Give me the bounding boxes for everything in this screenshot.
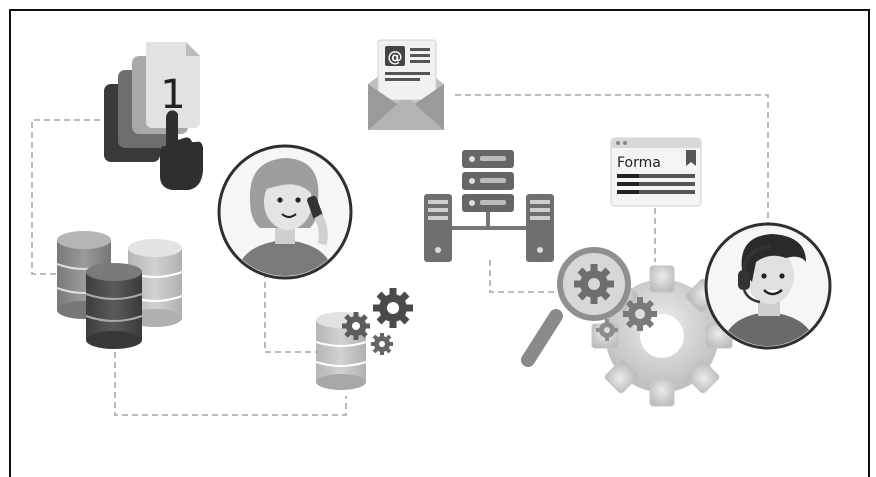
email-at-symbol: @ xyxy=(388,48,403,66)
frame-right-border xyxy=(868,9,870,477)
page-counter-label: 1 xyxy=(160,72,185,118)
gear-icon xyxy=(373,288,413,328)
magnifier-gear-icon xyxy=(521,247,657,367)
database-cluster-icon xyxy=(56,231,183,349)
database-gears-icon xyxy=(315,288,413,390)
frame-top-border xyxy=(9,9,870,11)
gear-icon xyxy=(596,319,618,341)
server-network-icon xyxy=(424,150,554,262)
form-title-label: Forma xyxy=(617,155,661,171)
man-headset-avatar xyxy=(704,222,832,350)
web-form-icon: Forma xyxy=(610,137,702,207)
woman-on-phone-avatar xyxy=(217,144,353,280)
pointing-hand-icon xyxy=(160,110,203,190)
envelope-email-icon: @ xyxy=(368,39,444,130)
gear-icon xyxy=(371,333,393,355)
dashed-connectors xyxy=(31,94,769,416)
gear-icon xyxy=(342,312,370,340)
gear-icon xyxy=(623,297,657,331)
frame-left-border xyxy=(9,9,11,477)
